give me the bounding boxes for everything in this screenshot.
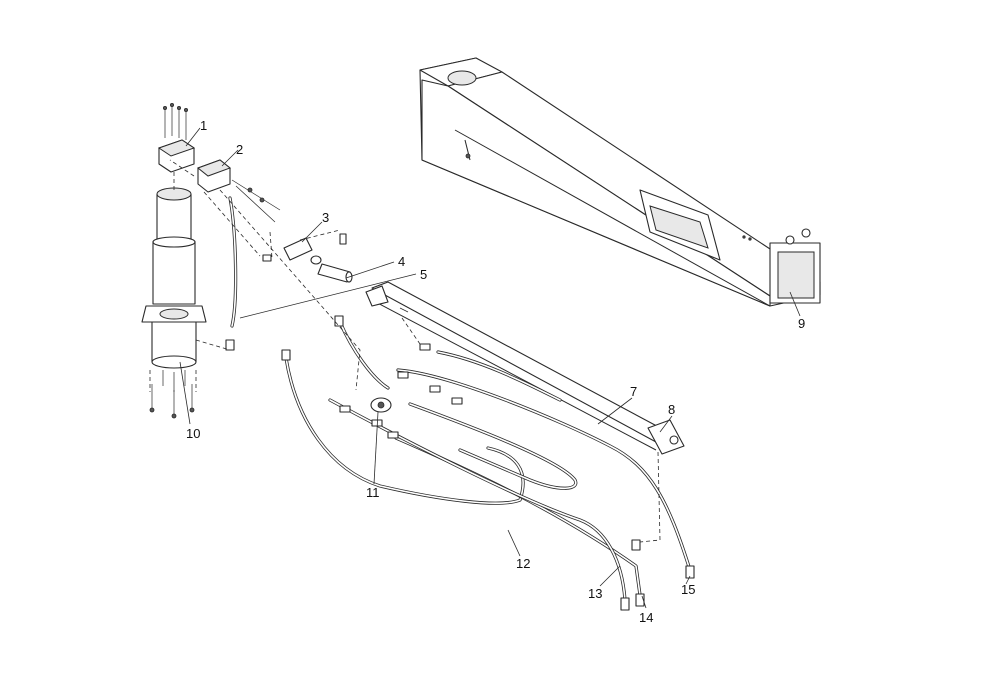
sleeve-part-4 (317, 233, 353, 283)
fitting-part-3 (262, 237, 322, 265)
callout-13: 13 (588, 586, 602, 601)
valve-part-11 (339, 343, 463, 439)
valve-block (157, 103, 196, 173)
manifold-block (196, 159, 281, 223)
callout-3: 3 (322, 210, 329, 225)
callout-11: 11 (366, 485, 380, 500)
boom-cylinder (365, 281, 685, 455)
callout-2: 2 (236, 142, 243, 157)
callout-labels: 1 2 3 4 5 7 8 9 10 11 12 13 14 15 (186, 118, 805, 625)
callout-4: 4 (398, 254, 405, 269)
hose-end-fittings (225, 315, 695, 611)
callout-1: 1 (200, 118, 207, 133)
callout-12: 12 (516, 556, 530, 571)
callout-10: 10 (186, 426, 200, 441)
assembly-dashed-lines (149, 159, 661, 543)
callout-9: 9 (798, 316, 805, 331)
base-bolts (149, 384, 195, 419)
column-cylinder (141, 187, 207, 392)
callout-5: 5 (420, 267, 427, 282)
boom-beam (419, 57, 821, 307)
callout-7: 7 (630, 384, 637, 399)
hose-set (228, 196, 692, 602)
callout-15: 15 (681, 582, 695, 597)
callout-8: 8 (668, 402, 675, 417)
callout-14: 14 (639, 610, 653, 625)
leader-lines (179, 127, 801, 609)
